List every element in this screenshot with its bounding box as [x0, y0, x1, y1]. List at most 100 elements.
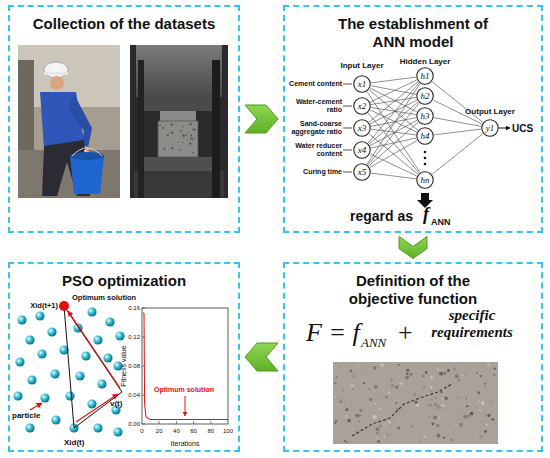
input-variable: Water reducer content: [286, 142, 342, 157]
neuron-link: [370, 154, 417, 176]
output-neuron: y1: [481, 119, 499, 137]
neuron-link: [371, 86, 416, 95]
concrete-surface-photo: [359, 415, 361, 417]
concrete-surface-photo: [484, 430, 487, 433]
concrete-surface-photo: [433, 416, 437, 420]
concrete-surface-photo: [359, 409, 362, 412]
particle-swarm: [75, 371, 84, 380]
concrete-surface-photo: [436, 405, 440, 409]
neuron-symbol: y1: [481, 119, 499, 137]
concrete-surface-photo: [463, 415, 467, 419]
neuron-outline: [354, 98, 370, 114]
particle-swarm: [74, 392, 122, 428]
compression-test-photo: [179, 149, 181, 151]
concrete-surface-photo: [434, 403, 436, 405]
concrete-surface-photo: [339, 394, 342, 397]
particle-swarm: [64, 306, 74, 428]
compression-test-photo: [188, 145, 190, 147]
compression-test-photo: [163, 148, 165, 150]
concrete-surface-photo: [339, 367, 340, 368]
concrete-surface-photo: [365, 399, 367, 401]
concrete-surface-photo: [376, 432, 379, 435]
concrete-surface-photo: [481, 401, 485, 405]
neuron-link: [369, 82, 418, 123]
compression-test-photo: [167, 134, 169, 136]
compression-test-photo: [190, 135, 192, 137]
compression-test-photo: [192, 152, 194, 154]
concrete-surface-photo: [458, 379, 461, 382]
hidden-neuron: h1: [416, 67, 434, 85]
compression-test-photo: [158, 121, 198, 157]
concrete-surface-photo: [493, 374, 495, 376]
neuron-outline: [417, 172, 433, 188]
concrete-surface-photo: [487, 363, 491, 367]
particle-swarm: [25, 423, 34, 432]
particle-swarm: [87, 399, 96, 408]
particle-swarm: [50, 369, 59, 378]
concrete-surface-photo: [466, 405, 469, 408]
concrete-surface-photo: [366, 368, 367, 369]
neuron-link: [370, 100, 417, 124]
formula-term: specific requirements: [422, 307, 522, 340]
neuron-link: [432, 134, 483, 175]
concrete-surface-photo: [385, 417, 386, 418]
concrete-surface-photo: [379, 424, 382, 427]
particle-swarm: [59, 301, 69, 311]
concrete-surface-photo: [429, 367, 433, 371]
neuron-symbol: h4: [416, 127, 434, 145]
concrete-surface-photo: [479, 435, 483, 439]
concrete-surface-photo: [339, 400, 342, 403]
panel-title: Definition of the objective function: [333, 272, 493, 308]
compression-test-photo: [183, 137, 184, 138]
compression-test-photo: [171, 147, 173, 149]
concrete-surface-photo: [409, 373, 413, 377]
compression-test-photo: [190, 123, 192, 125]
particle-swarm: [40, 393, 49, 402]
concrete-surface-photo: [390, 379, 393, 382]
concrete-surface-photo: [345, 415, 349, 419]
concrete-surface-photo: [387, 391, 390, 394]
concrete-surface-photo: [363, 382, 365, 384]
compression-test-photo: [134, 171, 224, 198]
concrete-surface-photo: [375, 392, 378, 395]
formula-subscript: ANN: [361, 336, 386, 350]
tick-label: 0.08: [128, 363, 140, 370]
concrete-surface-photo: [373, 415, 377, 419]
particle-swarm: [81, 351, 90, 360]
compression-test-photo: [192, 139, 193, 140]
concrete-surface-photo: [383, 435, 387, 439]
mixing-photo: [68, 94, 92, 148]
panel-title: The establishment of ANN model: [326, 15, 501, 51]
tick-label: 0.16: [128, 305, 140, 312]
tick-label: 0.12: [128, 334, 140, 341]
concrete-surface-photo: [450, 439, 452, 441]
input-variable: Curing time: [286, 168, 342, 176]
particle-swarm: [65, 391, 74, 400]
concrete-surface-photo: [439, 372, 443, 376]
compression-test-photo: [193, 128, 196, 131]
concrete-surface-photo: [385, 396, 387, 398]
concrete-surface-photo: [491, 418, 494, 421]
concrete-surface-photo: [397, 427, 400, 430]
concrete-surface-photo: [487, 404, 489, 406]
concrete-surface-photo: [430, 386, 433, 389]
neuron-link: [369, 90, 418, 131]
concrete-surface-photo: [480, 375, 482, 377]
velocity-label: v(t): [110, 400, 122, 409]
concrete-surface-photo: [417, 394, 420, 397]
network-leader-lines: [424, 157, 427, 160]
concrete-surface-photo: [336, 376, 338, 378]
fitness-chart: [210, 421, 211, 424]
neuron-link: [371, 118, 416, 127]
fitness-chart: [143, 313, 228, 420]
compression-test-photo: [170, 123, 172, 125]
neuron-link: [368, 83, 419, 143]
concrete-surface-photo: [452, 395, 453, 396]
network-leader-lines: [343, 172, 352, 173]
concrete-surface-photo: [445, 397, 448, 400]
concrete-surface-photo: [438, 416, 441, 419]
fitness-chart: [142, 308, 228, 424]
particle-swarm: [87, 307, 96, 316]
concrete-surface-photo: [484, 386, 486, 388]
